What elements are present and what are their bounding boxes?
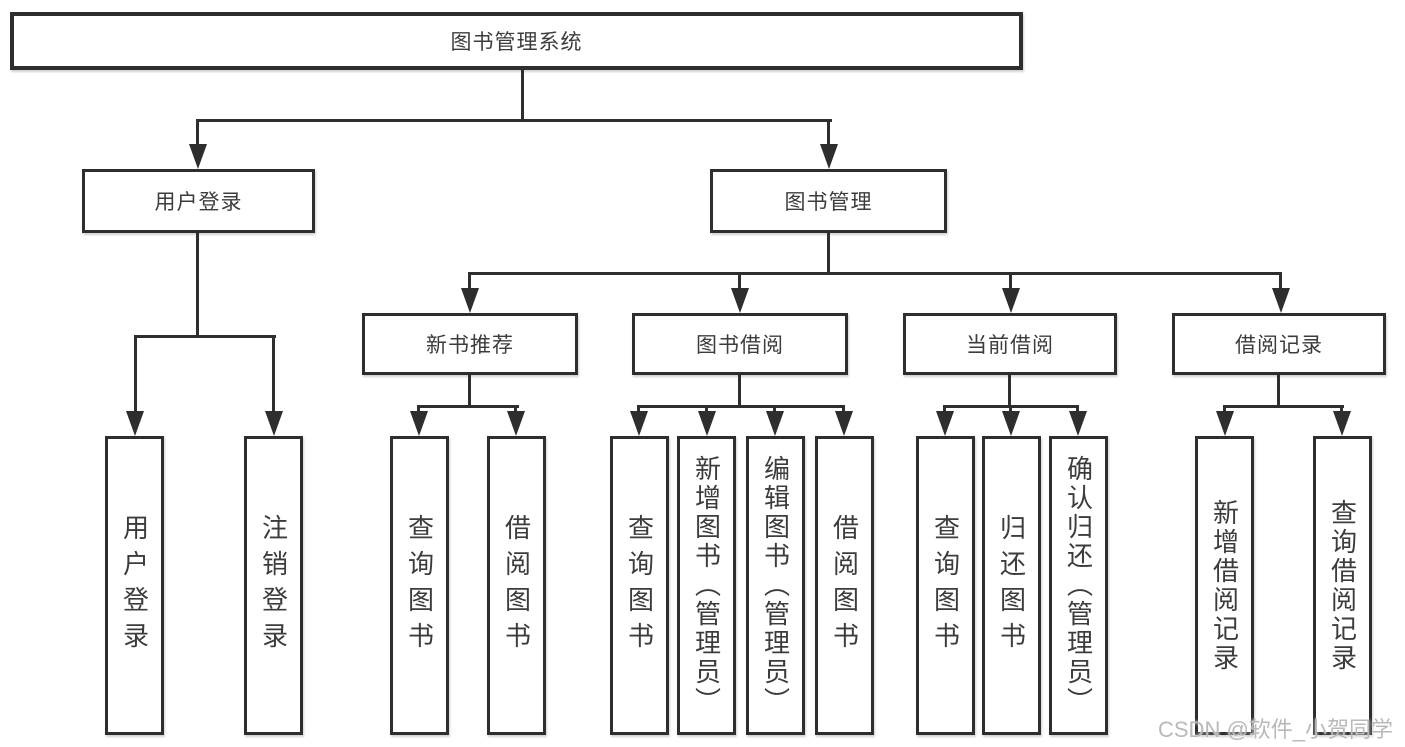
node-nbr-borrow-book: 借阅图书 — [487, 436, 546, 735]
arrow-down-icon — [936, 411, 954, 436]
node-label: 新增借阅记录 — [1209, 498, 1240, 673]
node-bb-edit-book-admin: 编辑图书（管理员） — [746, 436, 805, 735]
connector-br-rail — [1223, 405, 1344, 408]
connector-nbr-stem — [468, 375, 471, 407]
arrow-down-icon — [1333, 411, 1351, 436]
node-new-book-recommend: 新书推荐 — [362, 313, 578, 375]
node-bb-add-book-admin: 新增图书（管理员） — [677, 436, 736, 735]
connector-line — [827, 119, 830, 149]
node-label: 查询图书 — [930, 513, 961, 658]
connector-book-mgmt-stem — [827, 233, 830, 274]
connector-line — [705, 405, 708, 416]
node-cb-query-book: 查询图书 — [916, 436, 975, 735]
arrow-down-icon — [410, 411, 428, 436]
node-label: 用户登录 — [119, 513, 150, 658]
connector-line — [1279, 272, 1282, 293]
node-book-borrow: 图书借阅 — [632, 313, 848, 375]
connector-line — [1340, 405, 1343, 416]
arrow-down-icon — [126, 411, 144, 436]
arrow-down-icon — [265, 411, 283, 436]
node-label: 借阅图书 — [501, 513, 532, 658]
arrow-down-icon — [189, 144, 207, 169]
node-label: 注销登录 — [258, 513, 289, 658]
connector-line — [1009, 405, 1012, 416]
node-label: 借阅图书 — [829, 513, 860, 658]
connector-bb-stem — [738, 375, 741, 407]
connector-cb-stem — [1008, 375, 1011, 407]
arrow-down-icon — [507, 411, 525, 436]
connector-user-login-rail — [134, 335, 276, 338]
connector-nbr-rail — [417, 405, 519, 408]
node-label: 查询图书 — [624, 513, 655, 658]
node-book-management: 图书管理 — [710, 169, 947, 233]
node-bb-borrow-book: 借阅图书 — [815, 436, 874, 735]
arrow-down-icon — [731, 288, 749, 313]
connector-line — [637, 405, 640, 416]
connector-line — [196, 119, 199, 149]
connector-line — [417, 405, 420, 416]
node-bb-query-book: 查询图书 — [610, 436, 669, 735]
node-label: 借阅记录 — [1235, 334, 1323, 357]
node-label: 图书管理 — [784, 191, 873, 214]
connector-line — [1009, 272, 1012, 293]
arrow-down-icon — [835, 411, 853, 436]
connector-book-mgmt-rail — [468, 272, 1282, 275]
connector-root-stem — [521, 69, 524, 120]
node-label: 确认归还（管理员） — [1063, 455, 1094, 716]
connector-line — [773, 405, 776, 416]
node-label: 查询借阅记录 — [1327, 498, 1358, 673]
node-label: 新增图书（管理员） — [691, 455, 722, 716]
node-cb-return-book: 归还图书 — [982, 436, 1041, 735]
arrow-down-icon — [698, 411, 716, 436]
connector-user-login-stem — [196, 233, 199, 337]
node-label: 当前借阅 — [966, 334, 1054, 357]
connector-line — [272, 335, 275, 416]
arrow-down-icon — [1002, 288, 1020, 313]
arrow-down-icon — [461, 288, 479, 313]
arrow-down-icon — [1069, 411, 1087, 436]
connector-line — [943, 405, 946, 416]
arrow-down-icon — [1272, 288, 1290, 313]
connector-br-stem — [1277, 375, 1280, 407]
node-br-add-record: 新增借阅记录 — [1195, 436, 1254, 735]
connector-line — [842, 405, 845, 416]
arrow-down-icon — [820, 144, 838, 169]
node-label: 归还图书 — [996, 513, 1027, 658]
connector-root-rail — [197, 119, 832, 122]
node-borrow-record: 借阅记录 — [1172, 313, 1386, 375]
node-br-query-record: 查询借阅记录 — [1313, 436, 1372, 735]
connector-line — [468, 272, 471, 293]
connector-line — [134, 335, 137, 416]
arrow-down-icon — [1216, 411, 1234, 436]
arrow-down-icon — [630, 411, 648, 436]
node-label: 查询图书 — [404, 513, 435, 658]
arrow-down-icon — [766, 411, 784, 436]
connector-line — [738, 272, 741, 293]
connector-line — [1223, 405, 1226, 416]
node-leaf-logout: 注销登录 — [244, 436, 303, 735]
node-library-management-system: 图书管理系统 — [10, 12, 1023, 70]
connector-bb-rail — [637, 405, 845, 408]
node-label: 用户登录 — [154, 191, 243, 214]
arrow-down-icon — [1002, 411, 1020, 436]
node-label: 图书借阅 — [696, 334, 784, 357]
node-current-borrow: 当前借阅 — [903, 313, 1117, 375]
connector-line — [1076, 405, 1079, 416]
node-leaf-user-login: 用户登录 — [105, 436, 164, 735]
connector-line — [514, 405, 517, 416]
node-label: 图书管理系统 — [450, 31, 583, 54]
node-user-login: 用户登录 — [82, 169, 315, 233]
csdn-watermark: CSDN @软件_小贺同学 — [1158, 717, 1394, 742]
node-label: 新书推荐 — [426, 334, 514, 357]
node-cb-confirm-return-admin: 确认归还（管理员） — [1049, 436, 1108, 735]
node-label: 编辑图书（管理员） — [760, 455, 791, 716]
node-nbr-query-book: 查询图书 — [390, 436, 449, 735]
